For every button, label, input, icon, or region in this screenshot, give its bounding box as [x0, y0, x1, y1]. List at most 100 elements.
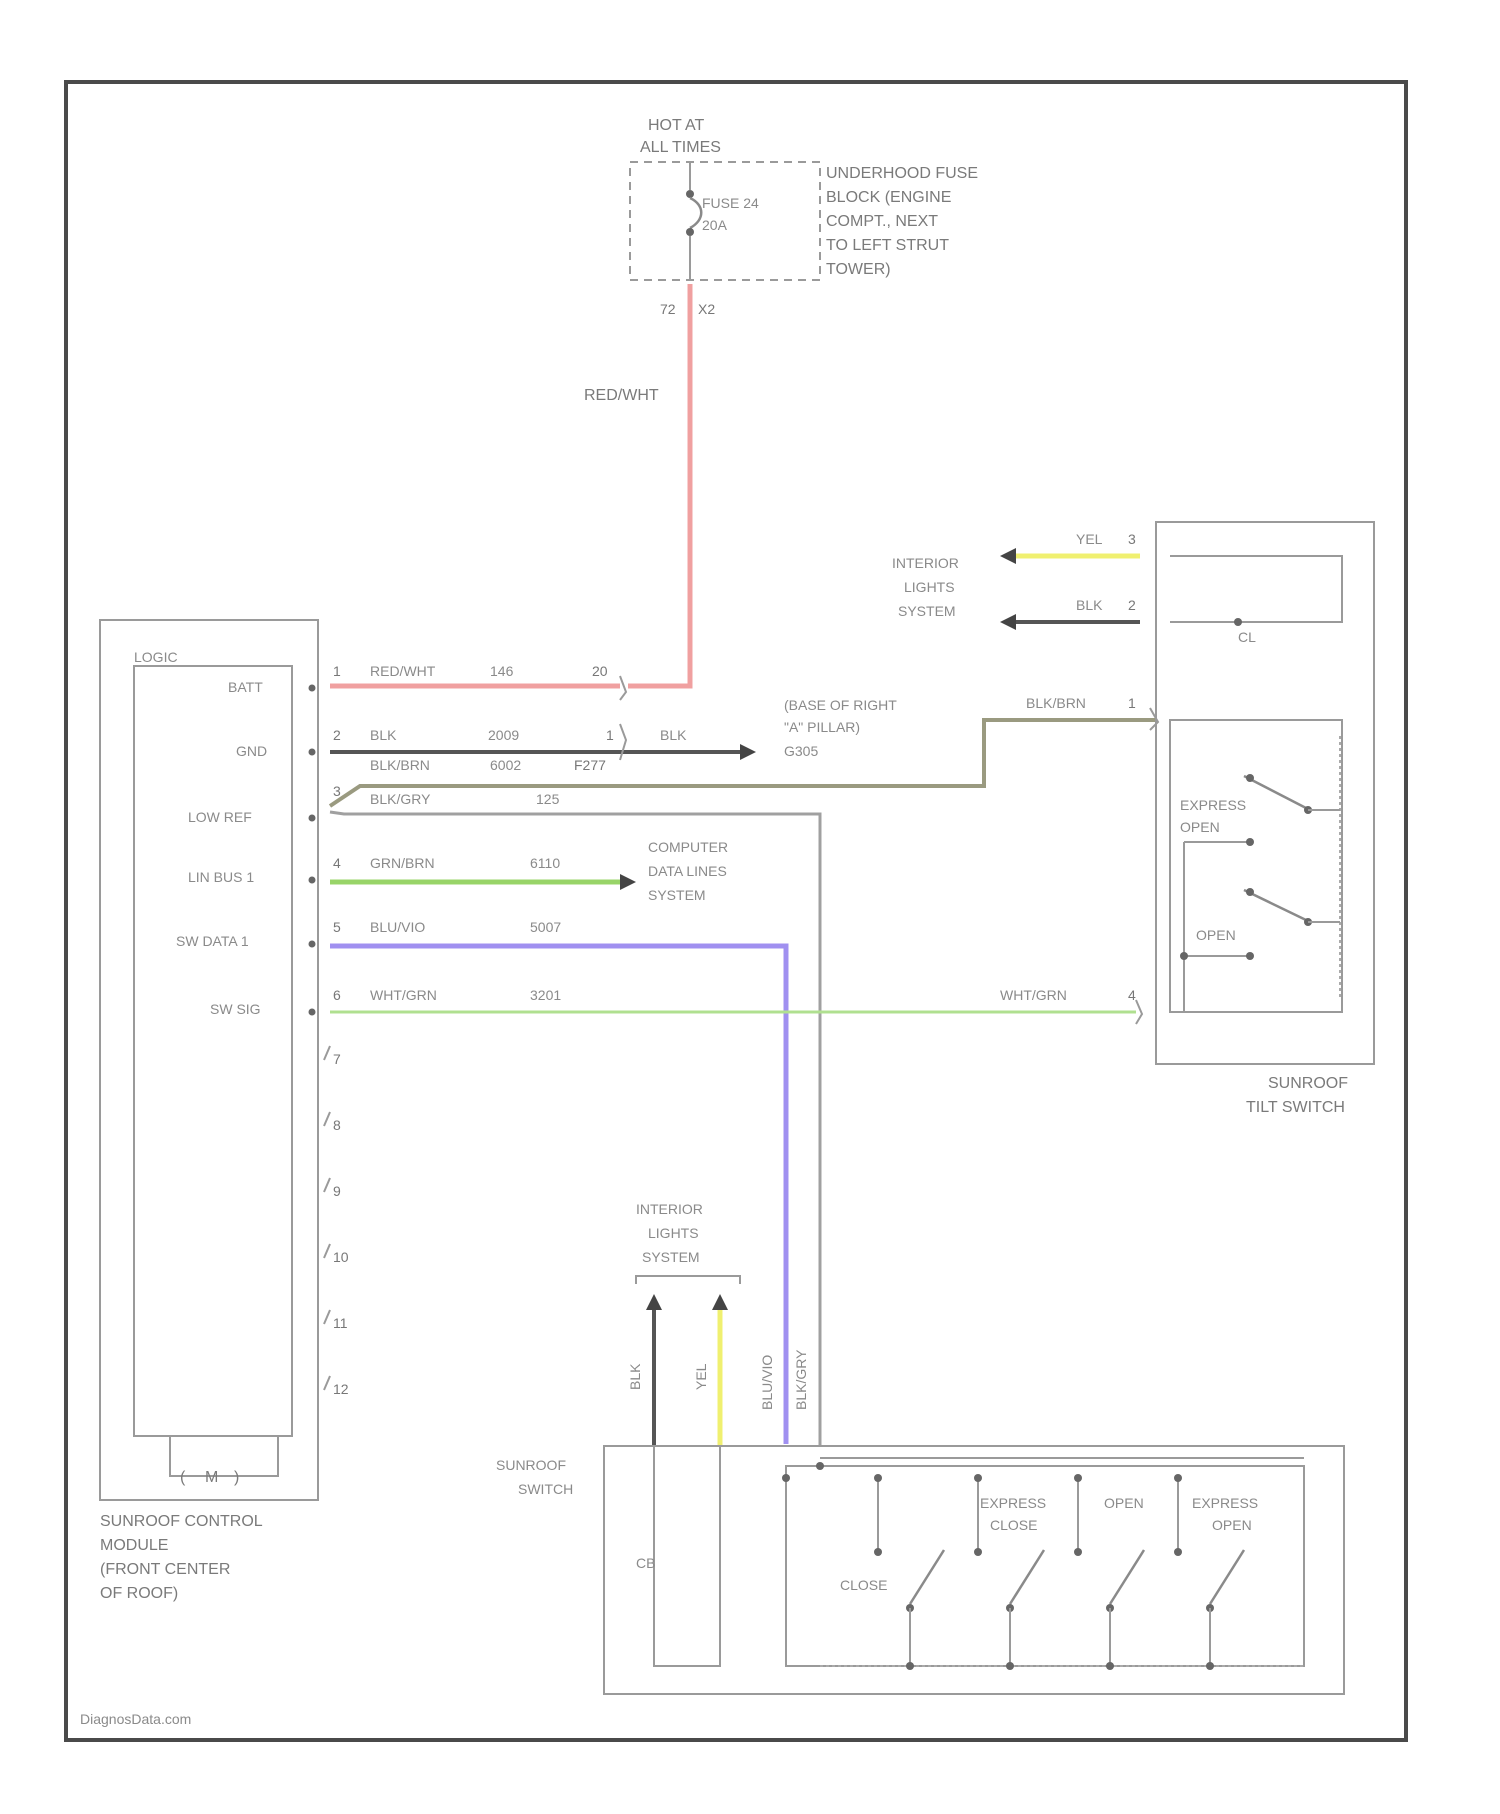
- fuse-location-line1: UNDERHOOD FUSE: [826, 165, 978, 182]
- switch-express-open-line2: OPEN: [1212, 1517, 1252, 1533]
- tilt-blk-pin-label: 2: [1128, 597, 1136, 613]
- tilt-open-label: OPEN: [1196, 927, 1236, 943]
- tilt-yel-arrow: [1000, 548, 1016, 564]
- computer-arrow: [620, 874, 636, 890]
- pin-num-3: 3: [333, 783, 341, 799]
- tilt-lamp-label: CL: [1238, 629, 1256, 645]
- module-connector-dots: [309, 685, 316, 1016]
- ground-location-line1: (BASE OF RIGHT: [784, 697, 897, 713]
- pin4-wire-label: GRN/BRN: [370, 855, 435, 871]
- pin-num-9: 9: [333, 1183, 341, 1199]
- switch-blkgry-label: BLK/GRY: [793, 1349, 809, 1410]
- ground-location-line3: G305: [784, 743, 818, 759]
- tilt-switch-name-line2: TILT SWITCH: [1246, 1099, 1345, 1116]
- switch-interior-line1: INTERIOR: [636, 1201, 703, 1217]
- switch-name-line2: SWITCH: [518, 1481, 573, 1497]
- wire-red-wht: [330, 284, 690, 686]
- blk-brn-circuit-label: 6002: [490, 757, 521, 773]
- module-pin-name-lowref: LOW REF: [188, 809, 252, 825]
- switch-interior-line2: LIGHTS: [648, 1225, 699, 1241]
- pin1-wire-label: RED/WHT: [370, 663, 436, 679]
- computer-line1: COMPUTER: [648, 839, 728, 855]
- tilt-blk-wire-label: BLK: [1076, 597, 1103, 613]
- tilt-grn-pin-label: 4: [1128, 987, 1136, 1003]
- fuse-terminal-top: [686, 190, 694, 198]
- sunroof-tilt-switch: CL EXPRESS OPEN OPEN SUNROOF TILT SWITCH: [1156, 522, 1374, 1116]
- tilt-switch-name-line1: SUNROOF: [1268, 1075, 1348, 1092]
- switch-blk-arrow: [646, 1294, 662, 1310]
- computer-line2: DATA LINES: [648, 863, 727, 879]
- fuse-pin-a: 72: [660, 301, 676, 317]
- ground-location-line2: "A" PILLAR): [784, 719, 860, 735]
- pin2-wire-label: BLK: [370, 727, 397, 743]
- fuse-icon: [690, 198, 701, 228]
- pin1-connector-label: 20: [592, 663, 608, 679]
- switch-express-close-line1: EXPRESS: [980, 1495, 1046, 1511]
- module-pin-name-swsig: SW SIG: [210, 1001, 261, 1017]
- switch-express-close-line2: CLOSE: [990, 1517, 1037, 1533]
- switch-blk-label: BLK: [627, 1363, 643, 1390]
- tilt-switch-inner: [1170, 720, 1342, 1012]
- sunroof-switch: SUNROOF SWITCH CB C: [496, 1446, 1344, 1694]
- pin4-circuit-label: 6110: [530, 855, 560, 871]
- module-name-line2: MODULE: [100, 1537, 168, 1554]
- module-logic-box: [134, 666, 292, 1436]
- tilt-express-line2: OPEN: [1180, 819, 1220, 835]
- fuse-label-line2: 20A: [702, 217, 728, 233]
- motor-icon: M: [205, 1469, 218, 1486]
- ground-wire-label: BLK: [660, 727, 687, 743]
- blk-brn-connector-label: F277: [574, 757, 606, 773]
- fuse-pin-b: X2: [698, 301, 715, 317]
- wire-blk-brn: [330, 720, 1156, 806]
- module-pin-name-linbus: LIN BUS 1: [188, 869, 254, 885]
- pin-num-8: 8: [333, 1117, 341, 1133]
- tilt-yel-wire-label: YEL: [1076, 531, 1103, 547]
- module-outline: [100, 620, 318, 1500]
- module-logic-label: LOGIC: [134, 649, 178, 665]
- pin1-circuit-label: 146: [490, 663, 514, 679]
- hot-label-line2: ALL TIMES: [640, 139, 721, 156]
- tilt-brn-pin-label: 1: [1128, 695, 1136, 711]
- diagram-frame: [66, 82, 1406, 1740]
- tilt-grn-wire-label: WHT/GRN: [1000, 987, 1067, 1003]
- motor-bracket-l: (: [180, 1469, 186, 1486]
- pin2-connector-mark: [620, 724, 626, 760]
- module-name-line1: SUNROOF CONTROL: [100, 1513, 263, 1530]
- switch-express-open-line1: EXPRESS: [1192, 1495, 1258, 1511]
- switch-yel-arrow: [712, 1294, 728, 1310]
- hot-label-line1: HOT AT: [648, 117, 705, 134]
- switch-bluvio-label: BLU/VIO: [759, 1355, 775, 1410]
- switch-yel-label: YEL: [693, 1363, 709, 1390]
- tilt-brn-wire-label: BLK/BRN: [1026, 695, 1086, 711]
- pin5-wire-label: BLU/VIO: [370, 919, 425, 935]
- module-pin-name-gnd: GND: [236, 743, 267, 759]
- fuse-location-line5: TOWER): [826, 261, 891, 278]
- module-pin-name-batt: BATT: [228, 679, 263, 695]
- fuse-block: HOT AT ALL TIMES FUSE 24 20A UNDERHOOD F…: [630, 117, 978, 317]
- module-name-line3: (FRONT CENTER: [100, 1561, 230, 1578]
- module-name-line4: OF ROOF): [100, 1585, 178, 1602]
- sunroof-control-module: LOGIC ( M ) SUNROOF CONTROL MODULE (FRON…: [100, 620, 318, 1602]
- spare-pins: 7 8 9 10 11 12: [324, 1046, 349, 1397]
- tilt-yel-pin-label: 3: [1128, 531, 1136, 547]
- pin2-circuit-label: 2009: [488, 727, 519, 743]
- blk-brn-wire-label: BLK/BRN: [370, 757, 430, 773]
- pin-num-1: 1: [333, 663, 341, 679]
- pin3-circuit-label: 125: [536, 791, 560, 807]
- switch-interior-line3: SYSTEM: [642, 1249, 700, 1265]
- computer-line3: SYSTEM: [648, 887, 706, 903]
- tilt-interior-line1: INTERIOR: [892, 555, 959, 571]
- motor-bracket-r: ): [234, 1469, 239, 1486]
- tilt-express-line1: EXPRESS: [1180, 797, 1246, 813]
- pin-num-6: 6: [333, 987, 341, 1003]
- sunroof-switch-outline: [604, 1446, 1344, 1694]
- pin-num-11: 11: [333, 1315, 348, 1331]
- pin6-circuit-label: 3201: [530, 987, 561, 1003]
- tilt-interior-line3: SYSTEM: [898, 603, 956, 619]
- footer-credit: DiagnosData.com: [80, 1711, 191, 1727]
- pin1-connector-mark: [620, 676, 626, 700]
- fuse-label-line1: FUSE 24: [702, 195, 759, 211]
- switch-open-label: OPEN: [1104, 1495, 1144, 1511]
- fuse-location-line4: TO LEFT STRUT: [826, 237, 949, 254]
